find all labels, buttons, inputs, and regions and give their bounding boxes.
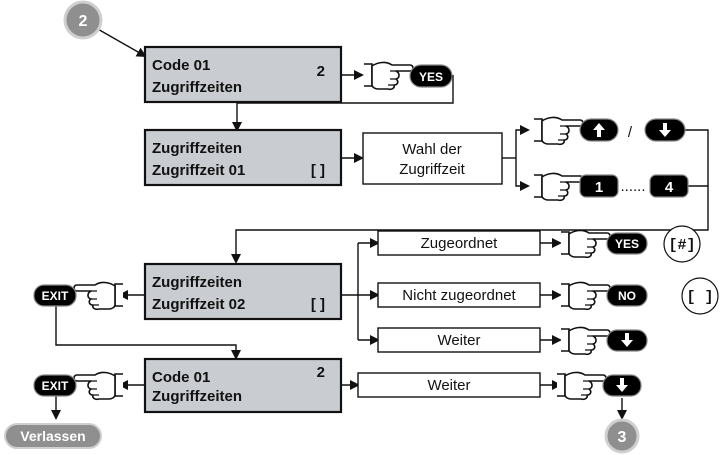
verlassen-button[interactable]: Verlassen [4,423,102,449]
lcd-line1-right: 2 [317,63,325,80]
key-label: YES [615,237,639,251]
box-label: Zugeordnet [421,235,499,252]
nicht-zugeordnet-box: Nicht zugeordnet [377,282,541,308]
lcd-code01-bottom: Code 01 2 Zugriffzeiten [143,357,343,414]
yes-key-button[interactable]: YES [409,64,453,88]
lcd-line2: Zugriffzeiten [152,79,242,96]
indicator-label: [#] [668,237,695,254]
lcd-line1: Zugriffzeiten [152,274,242,291]
arrow-down-key-button[interactable] [644,118,686,142]
key-label: 1 [595,179,603,196]
key-label: EXIT [42,379,69,393]
zugeordnet-box: Zugeordnet [377,230,541,256]
box-label: Weiter [437,332,480,349]
arrow-up-icon [593,123,605,137]
arrow-down-key-button[interactable] [602,374,642,397]
verlassen-label: Verlassen [20,428,85,444]
pointing-hand-icon [533,172,584,202]
lcd-zugriffzeit-01: Zugriffzeiten Zugriffzeit 01 [ ] [143,128,343,187]
connector-lines [51,27,709,420]
key-label: NO [618,289,636,303]
yes-key-button[interactable]: YES [606,232,648,255]
lcd-line2-right: [ ] [311,162,325,179]
arrow-down-icon [616,378,628,392]
weiter-box-1: Weiter [377,327,541,353]
arrow-down-icon [659,123,671,137]
weiter-box-2: Weiter [357,372,541,398]
step-end-label: 3 [618,429,627,446]
lcd-line2: Zugriffzeit 02 [152,296,245,313]
pointing-hand-icon [533,116,584,146]
lcd-line1: Code 01 [152,369,210,386]
step-end-marker: 3 [604,418,640,454]
pointing-hand-icon [560,326,611,356]
slash-separator: / [628,124,633,141]
key-label: YES [419,70,443,84]
lcd-zugriffzeit-02: Zugriffzeiten Zugriffzeit 02 [ ] [143,262,343,321]
step-start-label: 2 [79,13,88,30]
indicator-label: [ ] [686,289,713,306]
arrow-down-icon [621,333,633,347]
lcd-line2: Zugriffzeit 01 [152,162,245,179]
exit-key-button[interactable]: EXIT [33,284,77,307]
wahl-der-zugriffzeit-box: Wahl der Zugriffzeit [362,132,503,185]
pointing-hand-icon [363,61,414,91]
key-label: EXIT [42,289,69,303]
lcd-line1: Code 01 [152,57,210,74]
key-1-button[interactable]: 1 [579,174,619,198]
pointing-hand-icon [560,229,611,259]
box-label: Weiter [427,377,470,394]
not-assigned-indicator: [ ] [681,277,719,315]
key-4-button[interactable]: 4 [649,174,689,198]
box-line1: Wahl der [402,141,461,158]
lcd-line1: Zugriffzeiten [152,140,242,157]
key-label: 4 [665,179,674,196]
lcd-code01-top: Code 01 2 Zugriffzeiten [143,45,343,104]
arrow-up-key-button[interactable] [579,118,619,142]
pointing-hand-icon [560,281,611,311]
step-start-marker: 2 [63,0,103,40]
assigned-indicator: [#] [663,225,701,263]
no-key-button[interactable]: NO [606,284,648,307]
arrow-down-key-button[interactable] [606,329,648,352]
lcd-line1-right: 2 [317,364,325,381]
box-label: Nicht zugeordnet [402,287,516,304]
lcd-line2-right: [ ] [311,296,325,313]
exit-key-button[interactable]: EXIT [33,374,77,397]
box-line2: Zugriffzeit [399,161,465,178]
lcd-line2: Zugriffzeiten [152,388,242,405]
pointing-hand-icon [556,371,607,401]
pointing-hand-icon [73,371,124,401]
range-dots: ...... [620,178,645,195]
pointing-hand-icon [73,281,124,311]
